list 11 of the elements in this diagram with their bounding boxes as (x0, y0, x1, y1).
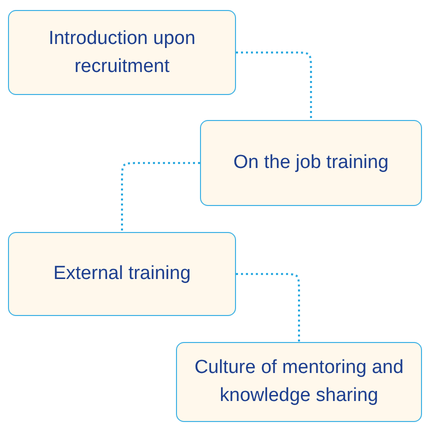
dotted-connector (236, 273, 300, 342)
box-label: Introduction upon recruitment (48, 26, 196, 78)
box-label: Culture of mentoring and knowledge sharing (193, 356, 405, 408)
process-box (200, 120, 422, 206)
process-box (176, 342, 422, 422)
box-label: External training (52, 262, 192, 286)
process-box (8, 232, 236, 316)
dotted-connector (121, 162, 200, 232)
process-box (8, 10, 236, 95)
box-label: On the job training (232, 151, 390, 175)
dotted-connector (236, 52, 312, 120)
